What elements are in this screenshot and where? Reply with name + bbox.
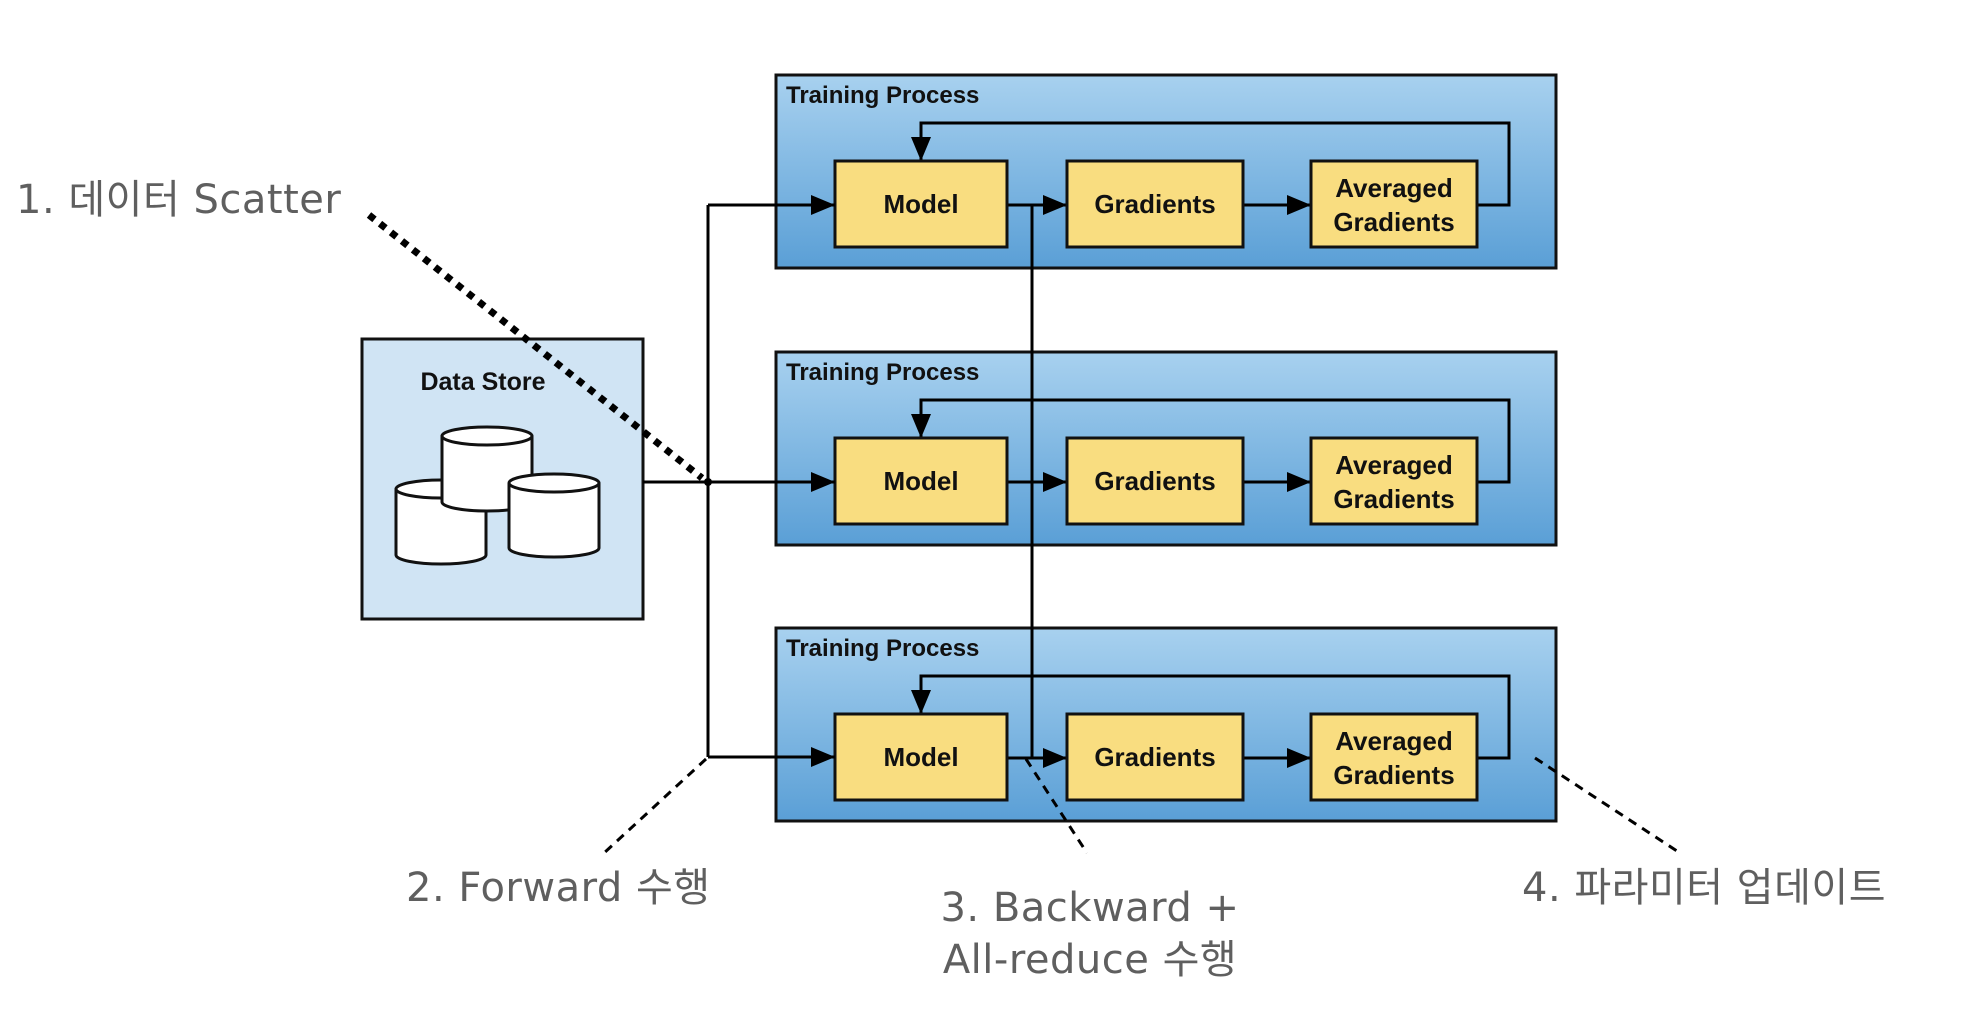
node-label: Gradients (1094, 189, 1215, 219)
parameter-update-feedback-arrow (911, 674, 1511, 760)
node-label: Model (883, 466, 958, 496)
parameter-update-feedback-arrow (911, 398, 1511, 484)
node-label-line2: Gradients (1333, 207, 1454, 237)
step2-leader-line (602, 757, 708, 855)
panel-title: Training Process (786, 635, 979, 662)
database-cylinders-icon (394, 425, 601, 566)
node-box (1309, 159, 1479, 249)
node-box (1065, 712, 1245, 802)
panel-title: Training Process (786, 359, 979, 386)
node-box (1065, 159, 1245, 249)
node-label: Gradients (1094, 466, 1215, 496)
parameter-update-feedback-arrow (911, 121, 1511, 207)
node-label-line2: Gradients (1333, 484, 1454, 514)
node-box (833, 436, 1009, 526)
node-label: Gradients (1094, 742, 1215, 772)
node-box (1309, 436, 1479, 526)
gradients-node: Gradients (1065, 436, 1245, 526)
bus-junction-dot (704, 478, 712, 486)
scatter-bus (643, 195, 835, 767)
model-node: Model (833, 436, 1009, 526)
step1-leader-line (366, 212, 705, 481)
node-label-line1: Averaged (1335, 450, 1453, 480)
step3-annotation-line2: All-reduce 수행 (942, 937, 1238, 983)
model-node: Model (833, 712, 1009, 802)
node-label: Model (883, 742, 958, 772)
node-box (1309, 712, 1479, 802)
node-label-line1: Averaged (1335, 173, 1453, 203)
panel-title: Training Process (786, 82, 979, 109)
node-label-line1: Averaged (1335, 726, 1453, 756)
step4-leader-line (1534, 756, 1681, 855)
step3-leader-line (1024, 758, 1089, 854)
step2-annotation: 2. Forward 수행 (406, 865, 711, 911)
annotation-leaders (366, 212, 1681, 855)
cylinder-right-icon (507, 472, 601, 559)
node-label-line2: Gradients (1333, 760, 1454, 790)
node-box (1065, 436, 1245, 526)
node-label: Model (883, 189, 958, 219)
node-box (833, 712, 1009, 802)
step4-annotation: 4. 파라미터 업데이트 (1522, 865, 1886, 911)
gradients-node: Gradients (1065, 712, 1245, 802)
step1-annotation: 1. 데이터 Scatter (16, 177, 342, 223)
model-node: Model (833, 159, 1009, 249)
step3-annotation-line1: 3. Backward + (940, 885, 1240, 931)
data-store-label: Data Store (420, 368, 545, 396)
data-store: Data Store (360, 337, 645, 621)
gradients-node: Gradients (1065, 159, 1245, 249)
